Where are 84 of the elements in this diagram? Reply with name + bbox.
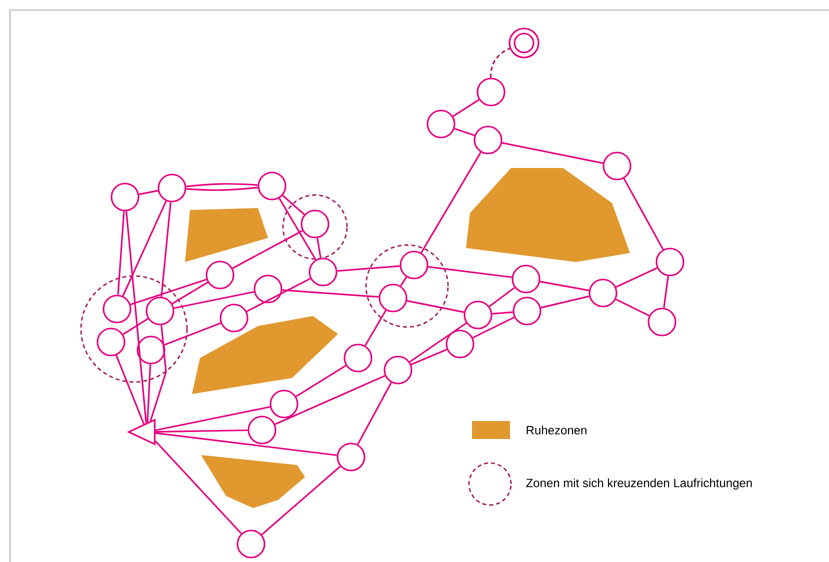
path-line bbox=[364, 310, 386, 346]
path-line bbox=[410, 348, 448, 366]
path-line bbox=[155, 432, 337, 456]
path-line bbox=[174, 291, 254, 309]
path-line bbox=[116, 354, 145, 424]
path-line bbox=[316, 238, 322, 258]
station-circle bbox=[426, 110, 456, 138]
path-line bbox=[337, 265, 400, 272]
station-circle bbox=[220, 304, 248, 332]
goal-circle bbox=[508, 28, 540, 58]
path-line bbox=[160, 202, 172, 297]
path-line bbox=[150, 325, 167, 422]
station-circle bbox=[110, 182, 140, 212]
path-line bbox=[420, 152, 482, 254]
path-line bbox=[488, 286, 516, 308]
station-circle bbox=[146, 296, 174, 326]
station-circle bbox=[258, 172, 286, 200]
path-line bbox=[138, 190, 158, 196]
station-circle bbox=[378, 284, 408, 312]
path-line bbox=[154, 440, 242, 534]
station-circle bbox=[344, 344, 372, 372]
station-circle bbox=[300, 210, 330, 238]
station-circle bbox=[136, 336, 166, 364]
path-line bbox=[490, 48, 510, 78]
path-line bbox=[400, 276, 407, 286]
path-line bbox=[232, 230, 303, 269]
path-line bbox=[540, 280, 590, 292]
path-line bbox=[409, 322, 467, 363]
path-line bbox=[663, 276, 669, 308]
path-line bbox=[126, 211, 147, 424]
station-circle bbox=[384, 356, 412, 384]
path-line bbox=[146, 364, 152, 422]
path-line bbox=[261, 466, 341, 536]
station-circle bbox=[656, 248, 684, 276]
station-circle bbox=[236, 530, 266, 558]
path-line bbox=[246, 278, 311, 312]
path-line bbox=[406, 300, 464, 313]
station-circle bbox=[648, 308, 676, 336]
path-line bbox=[172, 282, 208, 304]
path-line bbox=[452, 99, 480, 117]
station-circle bbox=[476, 78, 506, 106]
path-line bbox=[502, 142, 604, 164]
station-circle bbox=[464, 300, 492, 330]
path-line bbox=[274, 375, 386, 425]
path-line bbox=[472, 316, 515, 338]
path-line bbox=[623, 178, 664, 250]
station-circle bbox=[336, 442, 366, 472]
path-line bbox=[164, 322, 221, 346]
station-circle bbox=[512, 264, 540, 294]
path-line bbox=[122, 318, 148, 336]
path-line bbox=[156, 429, 248, 433]
path-line bbox=[278, 198, 316, 260]
path-line bbox=[616, 267, 658, 288]
path-line bbox=[615, 298, 650, 316]
legend-label: Ruhezonen bbox=[526, 426, 586, 434]
station-circle bbox=[254, 274, 282, 304]
path-line bbox=[296, 364, 346, 398]
path-line bbox=[130, 278, 207, 306]
station-circle bbox=[308, 258, 338, 286]
station-circle bbox=[248, 416, 276, 444]
path-line bbox=[540, 296, 590, 308]
path-line bbox=[454, 128, 475, 136]
station-circle bbox=[512, 296, 542, 326]
station-circle bbox=[446, 330, 474, 358]
station-circle bbox=[588, 278, 618, 308]
path-line bbox=[117, 211, 125, 295]
station-circle bbox=[400, 250, 428, 280]
path-line bbox=[428, 266, 512, 278]
station-circle bbox=[602, 152, 632, 180]
path-line bbox=[357, 382, 392, 445]
path-line bbox=[492, 311, 513, 315]
path-line bbox=[186, 186, 258, 191]
path-line bbox=[186, 183, 258, 188]
station-circle bbox=[270, 390, 298, 418]
station-circle bbox=[102, 294, 132, 324]
station-circle bbox=[474, 126, 502, 154]
path-line bbox=[122, 200, 167, 296]
station-circle bbox=[96, 328, 126, 356]
station-circle bbox=[158, 174, 186, 202]
path-line bbox=[282, 289, 379, 298]
path-line bbox=[282, 194, 305, 216]
station-circle bbox=[206, 260, 234, 290]
legend-label: Zonen mit sich kreuzenden Laufrichtungen bbox=[526, 478, 752, 490]
path-line bbox=[155, 406, 270, 432]
